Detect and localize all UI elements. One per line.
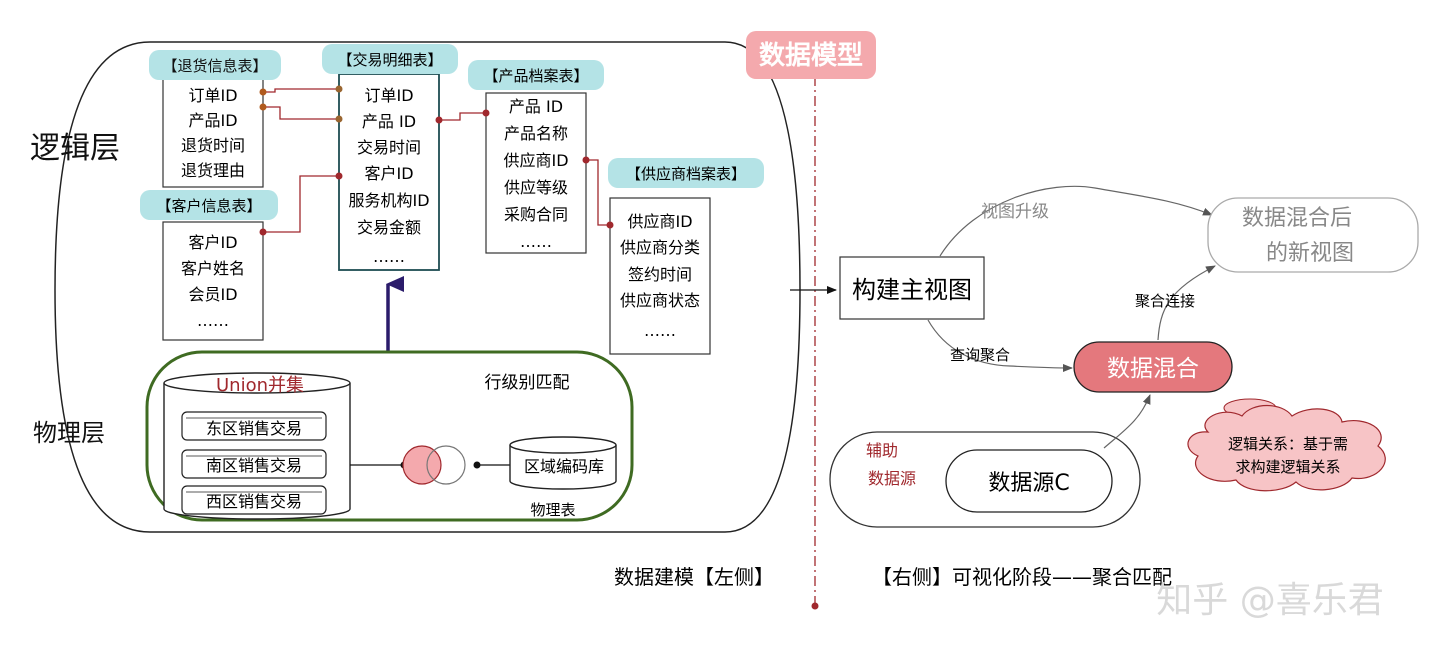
query-agg-arrow bbox=[927, 319, 1073, 372]
product-field: …… bbox=[520, 232, 552, 251]
agg-join-label: 聚合连接 bbox=[1135, 292, 1195, 310]
new-view-box[interactable]: 数据混合后 的新视图 bbox=[1207, 197, 1419, 273]
view-upgrade-label: 视图升级 bbox=[981, 202, 1049, 222]
returns-field: 退货时间 bbox=[181, 136, 245, 155]
aux-source-line1: 辅助 bbox=[866, 441, 898, 460]
supplier-table[interactable]: 【供应商档案表】 供应商ID 供应商分类 签约时间 供应商状态 …… bbox=[608, 158, 764, 355]
returns-field: 订单ID bbox=[188, 86, 237, 105]
south-sales-label: 南区销售交易 bbox=[206, 456, 302, 475]
new-view-line2: 的新视图 bbox=[1266, 241, 1354, 266]
new-view-line1: 数据混合后 bbox=[1242, 206, 1352, 231]
union-label: Union并集 bbox=[216, 375, 304, 396]
trade-field: 订单ID bbox=[364, 86, 413, 105]
customer-table[interactable]: 【客户信息表】 客户ID 客户姓名 会员ID …… bbox=[140, 190, 278, 341]
product-field: 产品 ID bbox=[509, 97, 563, 116]
data-blend-node[interactable]: 数据混合 bbox=[1073, 341, 1233, 393]
customer-field: 客户姓名 bbox=[181, 259, 245, 278]
trade-table-title: 【交易明细表】 bbox=[337, 51, 442, 69]
agg-join-arrow bbox=[1157, 265, 1216, 341]
join-venn-icon[interactable] bbox=[402, 445, 466, 485]
supplier-field: 供应商分类 bbox=[620, 238, 700, 257]
returns-field: 产品ID bbox=[188, 111, 237, 130]
logic-note-line2: 求构建逻辑关系 bbox=[1235, 458, 1340, 476]
supplier-table-title: 【供应商档案表】 bbox=[626, 165, 746, 183]
model-title: 数据模型 bbox=[759, 41, 863, 71]
watermark: 知乎 @喜乐君 bbox=[1156, 580, 1383, 621]
product-table[interactable]: 【产品档案表】 产品 ID 产品名称 供应商ID 供应等级 采购合同 …… bbox=[468, 60, 604, 254]
product-field: 供应商ID bbox=[503, 151, 568, 170]
logic-note-cloud: 逻辑关系：基于需 求构建逻辑关系 bbox=[1187, 398, 1386, 492]
aux-source-line2: 数据源 bbox=[868, 469, 916, 488]
east-sales-table[interactable]: 东区销售交易 bbox=[181, 411, 327, 441]
physical-layer-label: 物理层 bbox=[33, 419, 105, 447]
source-c-label: 数据源C bbox=[988, 471, 1069, 496]
region-code-table[interactable]: 区域编码库 bbox=[509, 436, 617, 490]
trade-field: 客户ID bbox=[364, 164, 413, 183]
data-blend-label: 数据混合 bbox=[1107, 356, 1199, 382]
product-field: 产品名称 bbox=[504, 124, 568, 143]
east-sales-label: 东区销售交易 bbox=[206, 419, 302, 438]
row-match-label: 行级别匹配 bbox=[485, 373, 570, 393]
supplier-field: 供应商ID bbox=[627, 212, 692, 231]
logical-container bbox=[54, 41, 801, 533]
source-to-blend-arrow bbox=[1103, 394, 1151, 449]
returns-field: 退货理由 bbox=[181, 161, 245, 180]
south-sales-table[interactable]: 南区销售交易 bbox=[181, 449, 327, 479]
supplier-field: 签约时间 bbox=[628, 265, 692, 284]
link-dots bbox=[259, 85, 614, 236]
view-upgrade-arrow bbox=[939, 185, 1213, 257]
customer-field: …… bbox=[197, 311, 229, 330]
returns-table[interactable]: 【退货信息表】 订单ID 产品ID 退货时间 退货理由 bbox=[149, 50, 281, 188]
relationship-links bbox=[263, 88, 610, 233]
left-caption: 数据建模【左侧】 bbox=[614, 565, 774, 589]
trade-field: …… bbox=[373, 247, 405, 266]
product-field: 供应等级 bbox=[504, 178, 568, 197]
main-view-box[interactable]: 构建主视图 bbox=[839, 256, 985, 320]
trade-field: 产品 ID bbox=[362, 112, 416, 131]
trade-field: 交易时间 bbox=[357, 138, 421, 157]
customer-field: 客户ID bbox=[188, 233, 237, 252]
logic-note-line1: 逻辑关系：基于需 bbox=[1228, 435, 1348, 453]
logical-layer-label: 逻辑层 bbox=[30, 131, 120, 166]
trade-table[interactable]: 【交易明细表】 订单ID 产品 ID 交易时间 客户ID 服务机构ID 交易金额… bbox=[322, 44, 458, 271]
product-table-title: 【产品档案表】 bbox=[483, 67, 588, 85]
returns-table-title: 【退货信息表】 bbox=[162, 57, 267, 75]
west-sales-label: 西区销售交易 bbox=[206, 492, 302, 511]
customer-table-title: 【客户信息表】 bbox=[156, 197, 261, 215]
customer-field: 会员ID bbox=[188, 285, 237, 304]
trade-field: 服务机构ID bbox=[348, 191, 429, 210]
west-sales-table[interactable]: 西区销售交易 bbox=[181, 485, 327, 515]
supplier-field: …… bbox=[644, 321, 676, 340]
main-view-label: 构建主视图 bbox=[852, 276, 972, 304]
model-title-badge bbox=[746, 31, 876, 79]
physical-layer-box bbox=[145, 350, 634, 522]
query-agg-label: 查询聚合 bbox=[950, 346, 1010, 364]
source-c-node[interactable]: 数据源C bbox=[945, 449, 1113, 513]
region-code-label: 区域编码库 bbox=[524, 457, 604, 476]
physical-table-label: 物理表 bbox=[530, 501, 575, 519]
model-divider-end bbox=[811, 602, 819, 610]
supplier-field: 供应商状态 bbox=[620, 291, 700, 310]
product-field: 采购合同 bbox=[504, 205, 568, 224]
trade-field: 交易金额 bbox=[357, 218, 421, 237]
right-caption: 【右侧】可视化阶段——聚合匹配 bbox=[872, 565, 1172, 589]
